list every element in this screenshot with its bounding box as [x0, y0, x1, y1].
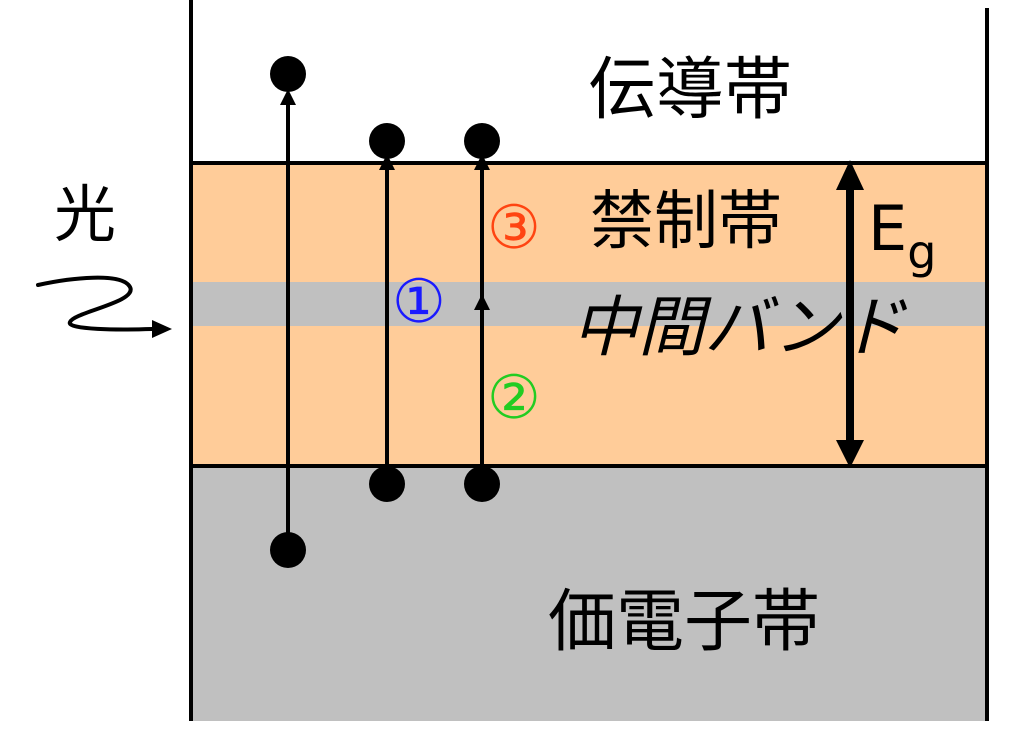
electron-vb-2: [464, 466, 500, 502]
electron-high: [270, 56, 306, 92]
transition-1-label: ①: [392, 267, 446, 337]
transition-2-label: ②: [487, 363, 541, 433]
bandgap-subscript: g: [907, 225, 936, 279]
electron-deep-valence: [270, 532, 306, 568]
light-wave-icon: [36, 275, 154, 332]
light-arrowhead-icon: [152, 320, 172, 338]
light-label: 光: [54, 178, 116, 251]
bandgap-symbol: E: [868, 192, 907, 265]
valence-band: [191, 466, 987, 721]
bandgap-arrowhead-bottom-icon: [836, 440, 864, 468]
transition-3-label: ③: [487, 193, 541, 263]
bandgap-label: Eg: [868, 192, 936, 279]
electron-cb-1: [369, 123, 405, 159]
bandgap-arrowhead-top-icon: [836, 160, 864, 190]
electron-vb-1: [369, 466, 405, 502]
conduction-band-label: 伝導帯: [588, 51, 792, 130]
forbidden-band-label: 禁制帯: [590, 185, 782, 259]
intermediate-band: [191, 282, 987, 326]
electron-cb-2: [464, 123, 500, 159]
valence-band-label: 価電子帯: [548, 583, 820, 662]
intermediate-band-label: 中間バンド: [572, 289, 907, 366]
